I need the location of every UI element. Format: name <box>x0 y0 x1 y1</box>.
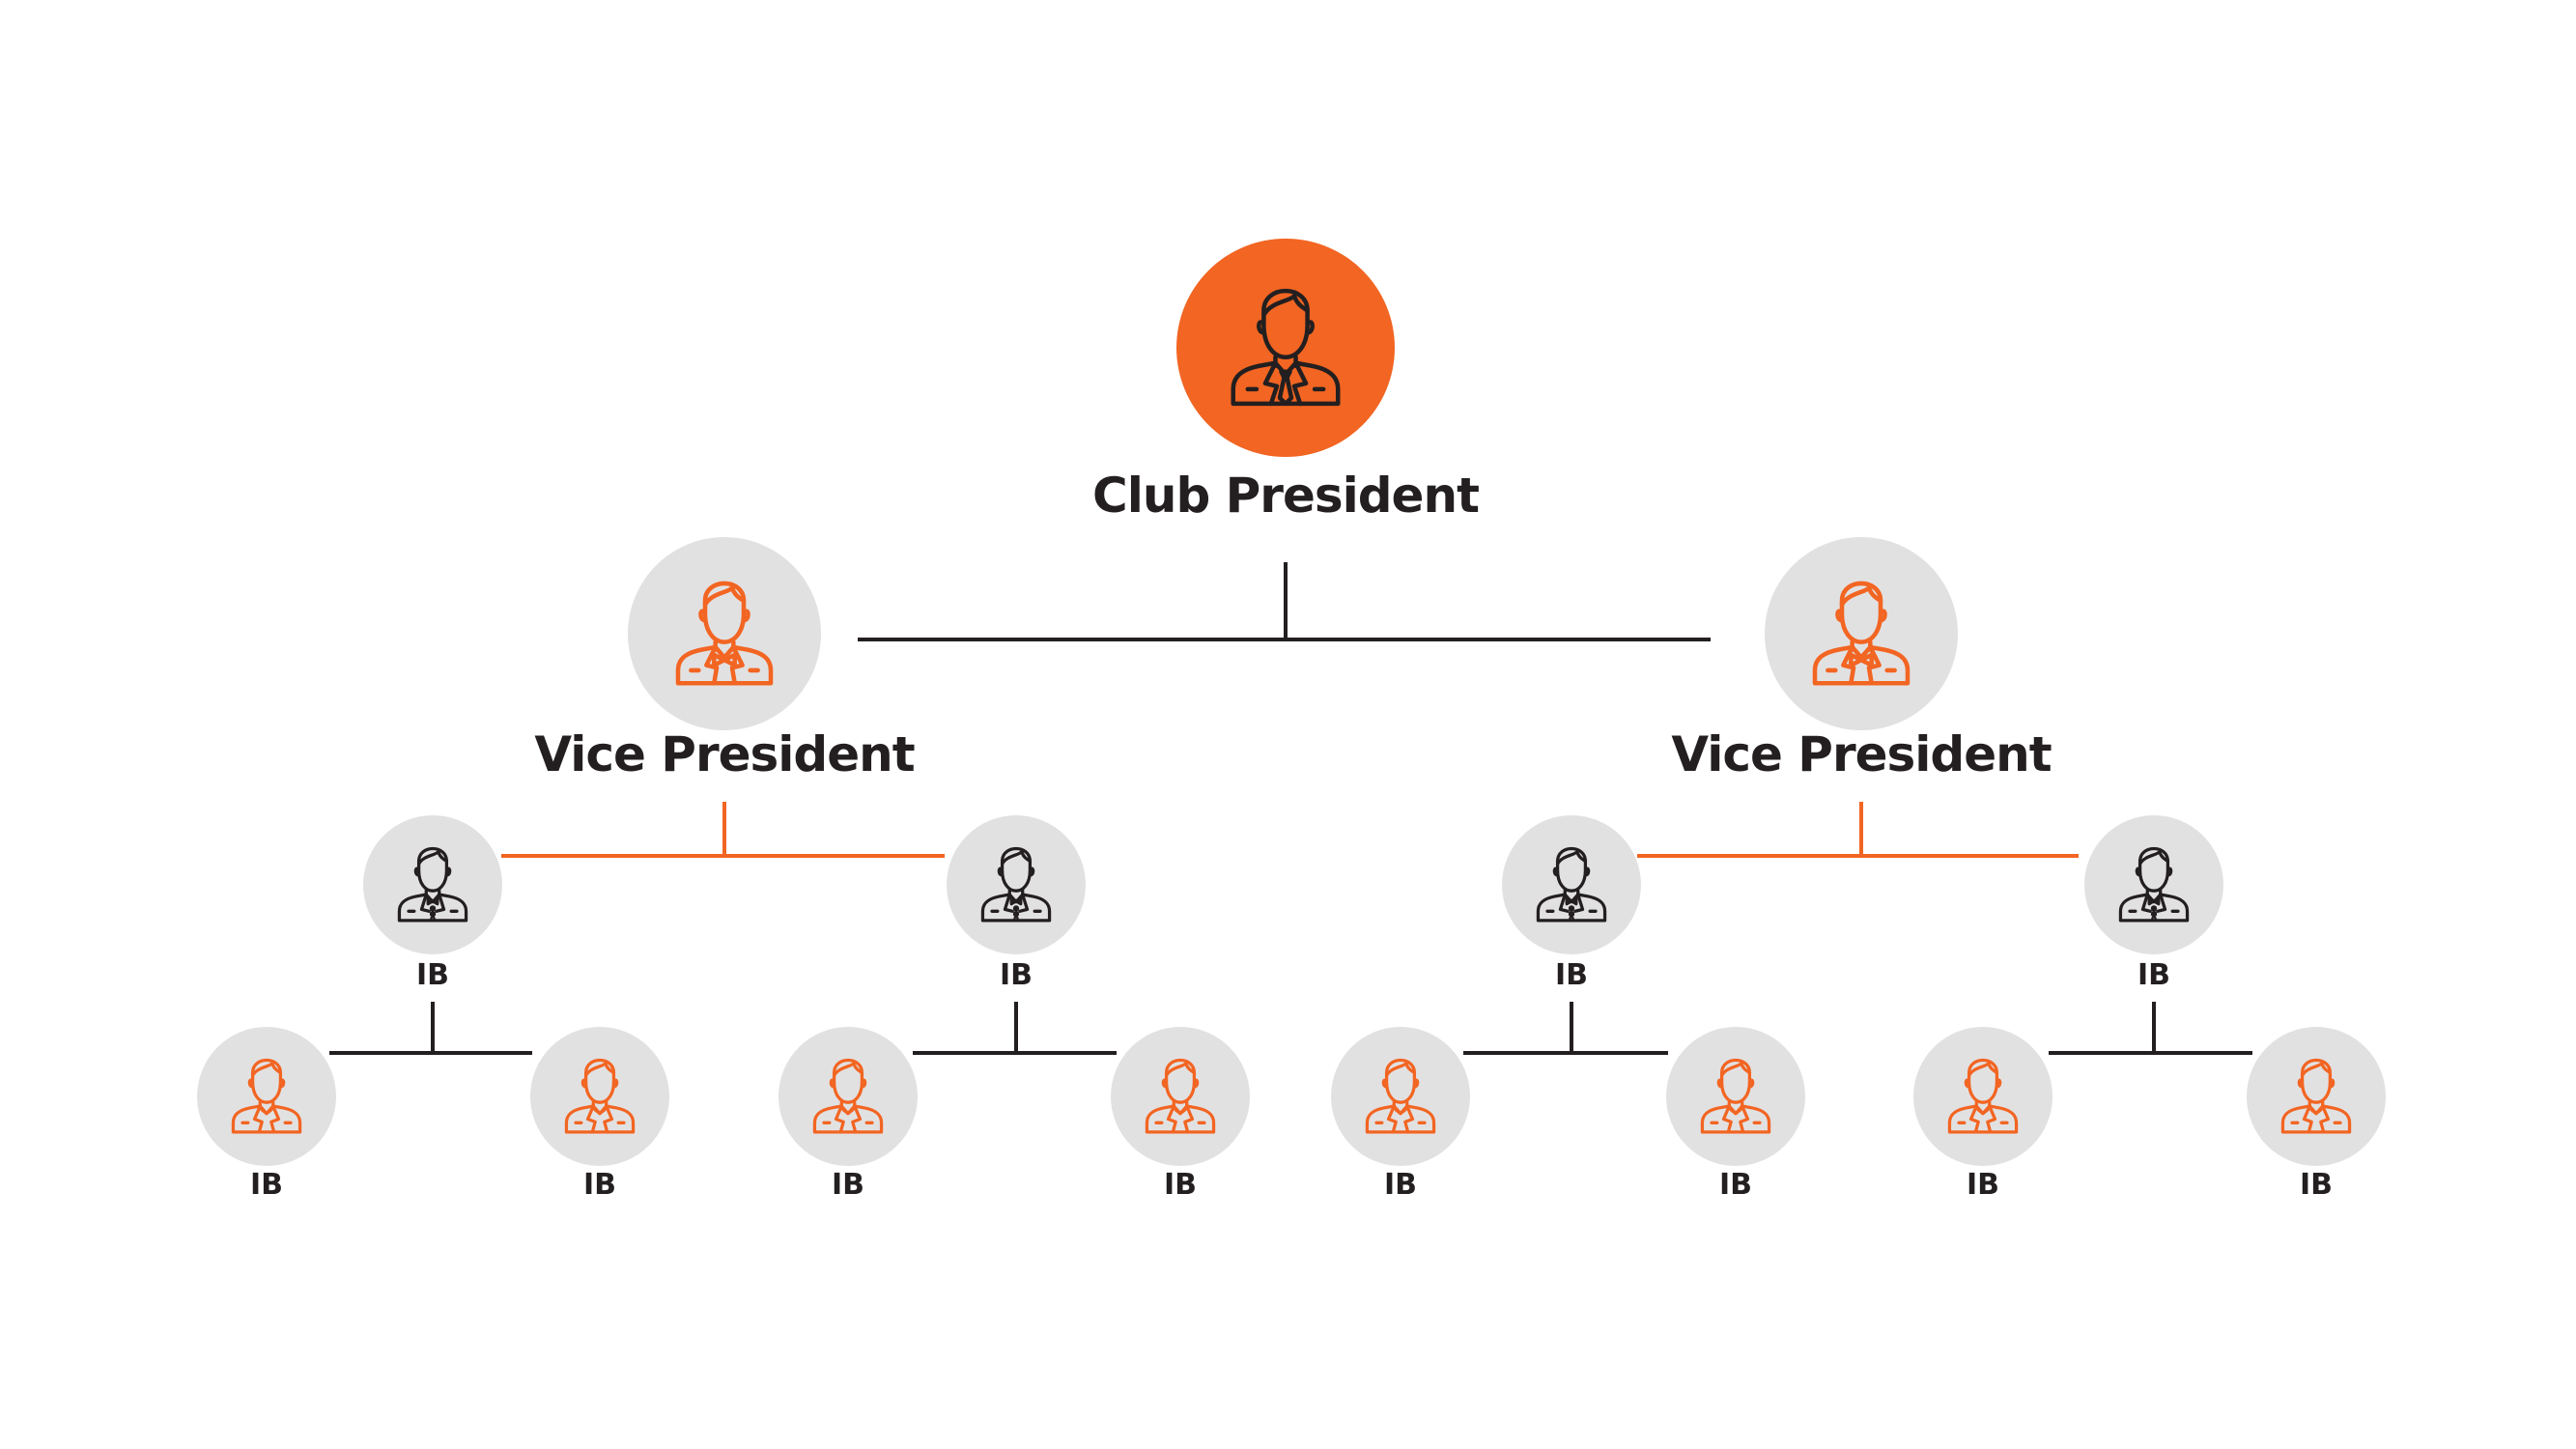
node-ib-r2b <box>2247 1027 2386 1166</box>
node-vp-left <box>628 537 821 730</box>
node-ib-l2 <box>947 815 1086 954</box>
label-ib-l1b: IB <box>582 1168 617 1202</box>
node-ib-l2b <box>1111 1027 1250 1166</box>
node-ib-r2a <box>1913 1027 2052 1166</box>
node-ib-l1a <box>197 1027 336 1166</box>
person-suit-icon <box>1145 1058 1216 1134</box>
person-suit-icon <box>564 1058 636 1134</box>
label-ib-l2: IB <box>999 958 1033 992</box>
label-president: Club President <box>1092 468 1480 524</box>
person-suit-icon <box>1700 1058 1771 1134</box>
node-ib-r1b <box>1666 1027 1805 1166</box>
label-ib-l1a: IB <box>249 1168 284 1202</box>
person-bowtie-icon <box>1812 581 1911 686</box>
label-ib-l2b: IB <box>1163 1168 1198 1202</box>
label-ib-l1: IB <box>415 958 450 992</box>
node-ib-r1a <box>1331 1027 1470 1166</box>
label-ib-r1a: IB <box>1383 1168 1418 1202</box>
label-vp-left: Vice President <box>534 726 915 782</box>
person-tuxedo-icon <box>980 846 1052 923</box>
businessman-tie-icon <box>1231 288 1341 407</box>
person-suit-icon <box>812 1058 884 1134</box>
person-suit-icon <box>1365 1058 1436 1134</box>
person-suit-icon <box>1947 1058 2019 1134</box>
node-ib-l1b <box>530 1027 669 1166</box>
person-suit-icon <box>2280 1058 2352 1134</box>
node-ib-l1 <box>363 815 502 954</box>
label-ib-r2: IB <box>2137 958 2171 992</box>
label-ib-r1: IB <box>1554 958 1589 992</box>
node-vp-right <box>1765 537 1958 730</box>
label-ib-r1b: IB <box>1718 1168 1753 1202</box>
node-ib-r2 <box>2084 815 2223 954</box>
label-ib-r2a: IB <box>1966 1168 2000 1202</box>
person-bowtie-icon <box>675 581 774 686</box>
label-ib-r2b: IB <box>2299 1168 2334 1202</box>
label-vp-right: Vice President <box>1671 726 2052 782</box>
person-tuxedo-icon <box>1536 846 1607 923</box>
node-president <box>1176 239 1395 457</box>
person-suit-icon <box>231 1058 302 1134</box>
node-ib-l2a <box>778 1027 918 1166</box>
person-tuxedo-icon <box>397 846 468 923</box>
node-ib-r1 <box>1502 815 1641 954</box>
label-ib-l2a: IB <box>831 1168 865 1202</box>
person-tuxedo-icon <box>2118 846 2190 923</box>
